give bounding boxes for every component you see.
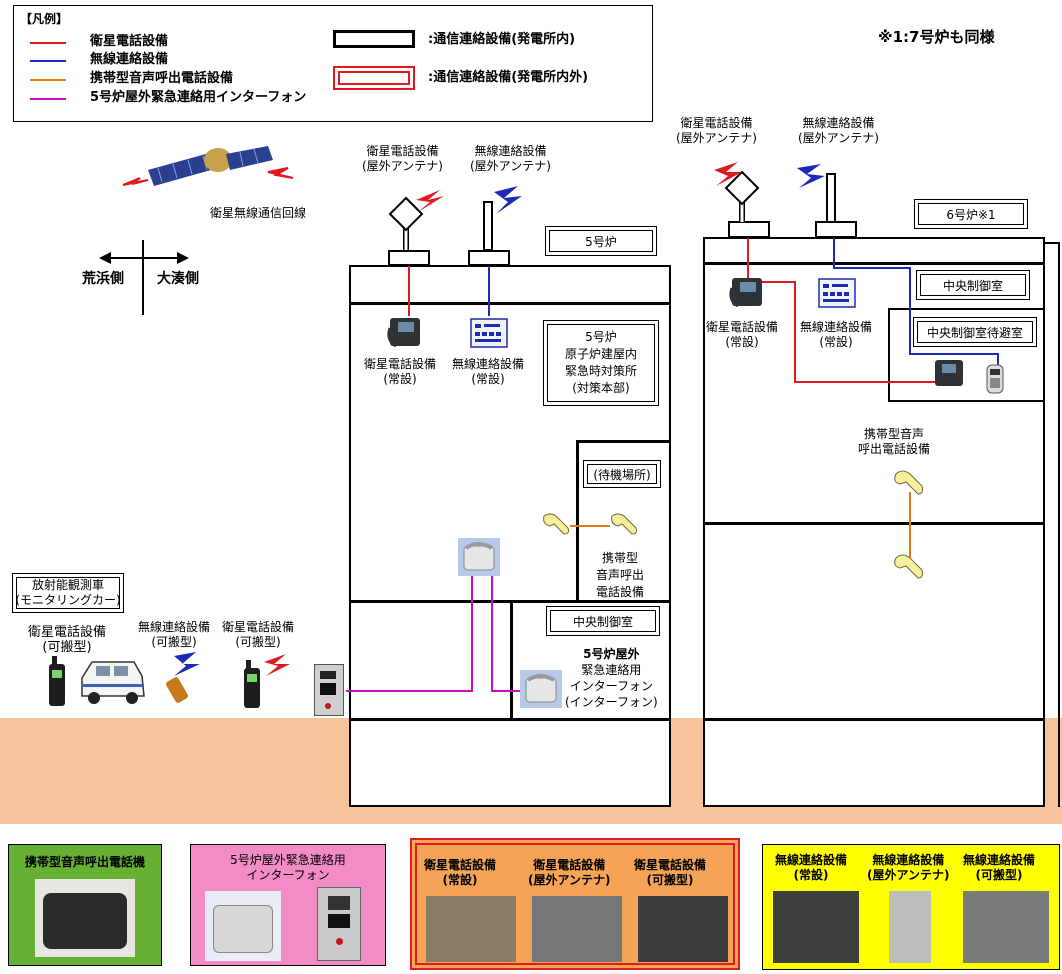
unit5-antenna-base	[388, 250, 430, 266]
satellite-link-label: 衛星無線通信回線	[210, 206, 306, 221]
panel-radio: 無線連絡設備(常設) 無線連絡設備(屋外アンテナ) 無線連絡設備(可搬型)	[762, 844, 1060, 970]
unit5-sat-phone-label: 衛星電話設備(常設)	[364, 357, 436, 387]
legend-item-label: 無線連絡設備	[90, 52, 168, 67]
compass-right-label: 大湊側	[157, 272, 199, 287]
radio-portable-photo	[963, 891, 1049, 963]
intercom-phone-icon	[520, 670, 562, 708]
sat-antenna-icon	[712, 160, 772, 224]
panel-sat-item-label: 衛星電話設備(可搬型)	[634, 858, 706, 888]
unit5-label: 5号炉	[545, 226, 657, 256]
unit5-floor-line	[349, 302, 671, 305]
outdoor-sat-portable-1-label: 衛星電話設備(可搬型)	[28, 625, 106, 655]
unit5-wall	[510, 600, 513, 718]
portable-phone-photo	[35, 879, 135, 957]
outdoor-sat-portable-2-label: 衛星電話設備(可搬型)	[222, 620, 294, 650]
legend-box-label-inside: :通信連絡設備(発電所内)	[428, 32, 575, 47]
legend-line-magenta	[30, 98, 66, 100]
sat-phone-icon	[388, 316, 428, 350]
note-unit7: ※1:7号炉も同様	[878, 30, 994, 45]
unit6-radio-label: 無線連絡設備(常設)	[800, 320, 872, 350]
legend-item-label: 5号炉屋外緊急連絡用インターフォン	[90, 90, 306, 105]
intercom-phone-icon	[458, 538, 500, 576]
legend-title: 【凡例】	[20, 12, 68, 27]
radio-antenna-icon	[478, 186, 528, 252]
outdoor-intercom-panel-icon	[314, 664, 344, 716]
monitoring-car-icon	[78, 656, 148, 706]
legend-box-sample-black	[333, 30, 415, 48]
portable-handset-icon	[540, 510, 640, 540]
unit6-antenna-sat-label: 衛星電話設備(屋外アンテナ)	[676, 116, 757, 146]
unit5-antenna-base	[468, 250, 510, 266]
portable-sat-phone-icon	[240, 650, 290, 710]
legend-line-blue	[30, 60, 66, 62]
sat-antenna-photo	[532, 896, 622, 962]
intercom-line	[491, 690, 521, 692]
panel-sat-item-label: 衛星電話設備(屋外アンテナ)	[528, 858, 611, 888]
sat-phone-fixed-photo	[426, 896, 516, 962]
radio-antenna-photo	[889, 891, 931, 963]
unit6-floor-line	[703, 718, 1045, 721]
unit5-antenna-radio-label: 無線連絡設備(屋外アンテナ)	[470, 144, 551, 174]
compass-left-label: 荒浜側	[82, 272, 124, 287]
radio-fixed-photo	[773, 891, 859, 963]
unit6-floor-line	[703, 522, 1045, 525]
panel-radio-item-label: 無線連絡設備(常設)	[775, 853, 847, 883]
panel-intercom: 5号炉屋外緊急連絡用インターフォン	[190, 844, 386, 966]
sat-phone-icon	[730, 276, 770, 310]
intercom-panel-photo	[317, 887, 361, 961]
unit5-blue-link	[488, 266, 490, 316]
radio-antenna-icon	[795, 162, 845, 224]
unit6-label: 6号炉※1	[914, 199, 1028, 229]
legend-item-label: 携帯型音声呼出電話設備	[90, 71, 233, 86]
unit5-ccr-box: 中央制御室	[546, 606, 660, 636]
intercom-line	[346, 690, 473, 692]
radio-unit-icon	[818, 278, 856, 308]
unit5-antenna-sat-label: 衛星電話設備(屋外アンテナ)	[362, 144, 443, 174]
unit5-wall	[576, 440, 671, 443]
unit6-outer-edge	[1044, 242, 1060, 807]
panel-sat-phone: 衛星電話設備(常設) 衛星電話設備(屋外アンテナ) 衛星電話設備(可搬型)	[410, 838, 740, 970]
unit5-portable-label: 携帯型音声呼出電話設備	[596, 550, 644, 601]
portable-sat-phone-icon	[47, 656, 69, 708]
monitoring-car-box: 放射能観測車(モニタリングカー)	[12, 573, 124, 613]
unit5-hq-box: 5号炉原子炉建屋内緊急時対策所(対策本部)	[543, 320, 659, 406]
portable-radio-icon	[160, 652, 200, 710]
unit5-intercom-label: 5号炉屋外緊急連絡用インターフォン(インターフォン)	[565, 646, 658, 710]
panel-radio-item-label: 無線連絡設備(屋外アンテナ)	[867, 853, 950, 883]
unit6-sat-phone-label: 衛星電話設備(常設)	[706, 320, 778, 350]
intercom-line	[471, 576, 473, 691]
legend-line-orange	[30, 79, 66, 81]
sat-phone-icon	[933, 358, 969, 390]
radio-unit-icon	[470, 318, 508, 348]
panel-portable-phone: 携帯型音声呼出電話機	[8, 844, 162, 966]
intercom-line	[491, 576, 493, 691]
unit5-red-link	[408, 266, 410, 316]
legend-box-label-inout: :通信連絡設備(発電所内外)	[428, 70, 588, 85]
unit6-links	[700, 236, 1030, 396]
portable-handset-icon	[890, 468, 930, 588]
panel-sat-item-label: 衛星電話設備(常設)	[424, 858, 496, 888]
unit5-floor-line	[349, 718, 671, 721]
panel-radio-item-label: 無線連絡設備(可搬型)	[963, 853, 1035, 883]
sat-phone-portable-photo	[638, 896, 728, 962]
sat-antenna-icon	[386, 186, 446, 252]
unit5-standby-box: (待機場所)	[583, 460, 661, 488]
unit6-antenna-radio-label: 無線連絡設備(屋外アンテナ)	[798, 116, 879, 146]
legend-box-sample-red	[333, 66, 415, 90]
satellite-icon	[118, 140, 303, 210]
outdoor-radio-portable-label: 無線連絡設備(可搬型)	[138, 620, 210, 650]
unit6-portable-label: 携帯型音声呼出電話設備	[858, 427, 930, 457]
unit5-radio-label: 無線連絡設備(常設)	[452, 357, 524, 387]
intercom-phone-photo	[205, 891, 281, 961]
legend-item-label: 衛星電話設備	[90, 34, 168, 49]
handheld-radio-icon	[986, 364, 1004, 394]
legend-line-red	[30, 42, 66, 44]
